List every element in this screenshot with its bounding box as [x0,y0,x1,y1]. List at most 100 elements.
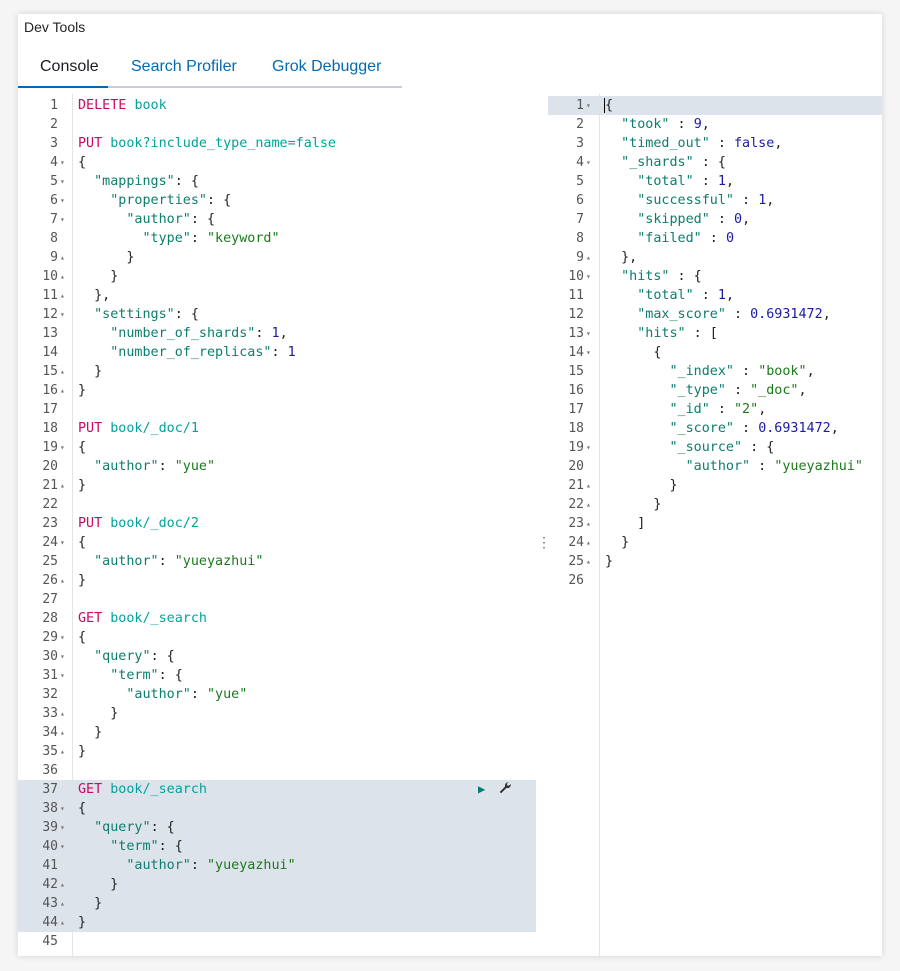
line-code: { [78,533,86,552]
code-token: { [78,155,87,170]
fold-open-icon[interactable]: ▾ [60,215,65,224]
fold-open-icon[interactable]: ▾ [60,196,65,205]
fold-open-icon[interactable]: ▾ [60,804,65,813]
fold-open-icon[interactable]: ▾ [586,101,591,110]
line-code: "total" : 1, [605,286,734,305]
line-number: 21 [568,478,584,493]
fold-close-icon[interactable]: ▴ [586,519,591,528]
play-icon[interactable]: ▶ [478,782,486,796]
fold-close-icon[interactable]: ▴ [60,747,65,756]
code-line: 26 [548,571,882,590]
tab-search-profiler[interactable]: Search Profiler [131,58,237,75]
fold-open-icon[interactable]: ▾ [60,177,65,186]
line-code: } [605,552,613,571]
fold-close-icon[interactable]: ▴ [60,880,65,889]
fold-open-icon[interactable]: ▾ [60,823,65,832]
code-token [605,440,670,455]
fold-open-icon[interactable]: ▾ [60,158,65,167]
line-code: } [605,533,629,552]
fold-close-icon[interactable]: ▴ [60,386,65,395]
fold-open-icon[interactable]: ▾ [60,538,65,547]
line-code: PUT book?include_type_name=false [78,134,336,153]
line-code: "author": "yue" [78,457,215,476]
fold-close-icon[interactable]: ▴ [60,899,65,908]
line-number: 39 [42,820,58,835]
response-viewer: 1▾{2 "took" : 9,3 "timed_out" : false,4▾… [548,94,882,956]
line-code: GET book/_search [78,609,207,628]
code-token: : { [190,212,216,227]
line-number: 25 [568,554,584,569]
line-code: "_shards" : { [605,153,726,172]
code-line: 7▾ "author": { [18,210,536,229]
fold-close-icon[interactable]: ▴ [60,576,65,585]
fold-close-icon[interactable]: ▴ [586,481,591,490]
code-token: : [190,858,207,873]
code-token: , [806,364,815,379]
code-token: : [725,383,751,398]
fold-close-icon[interactable]: ▴ [60,367,65,376]
fold-close-icon[interactable]: ▴ [60,291,65,300]
dev-tools-window: Dev Tools Console Search Profiler Grok D… [18,14,882,956]
fold-close-icon[interactable]: ▴ [586,253,591,262]
line-number: 22 [42,497,58,512]
line-code: "skipped" : 0, [605,210,750,229]
code-line: 8 "type": "keyword" [18,229,536,248]
code-token [605,269,621,284]
code-token [605,212,637,227]
fold-open-icon[interactable]: ▾ [586,272,591,281]
line-number: 19 [42,440,58,455]
pane-resize-handle[interactable]: ⋮ [537,534,551,550]
code-token [605,174,637,189]
fold-open-icon[interactable]: ▾ [586,348,591,357]
code-token: : [709,402,734,417]
line-code: { [604,96,613,115]
line-number: 8 [576,231,584,246]
tab-console[interactable]: Console [40,58,99,75]
line-code: "took" : 9, [605,115,710,134]
fold-close-icon[interactable]: ▴ [586,557,591,566]
code-line: 27 [18,590,536,609]
fold-close-icon[interactable]: ▴ [60,253,65,262]
fold-close-icon[interactable]: ▴ [586,538,591,547]
code-line: 16▴} [18,381,536,400]
code-line: 20 "author": "yue" [18,457,536,476]
code-token: : [158,554,175,569]
fold-close-icon[interactable]: ▴ [60,709,65,718]
fold-open-icon[interactable]: ▾ [586,443,591,452]
code-token: : [709,136,734,151]
fold-close-icon[interactable]: ▴ [586,500,591,509]
line-code: } [605,476,677,495]
fold-open-icon[interactable]: ▾ [60,842,65,851]
line-number: 16 [568,383,584,398]
fold-close-icon[interactable]: ▴ [60,481,65,490]
wrench-icon[interactable] [498,780,512,799]
code-token: 1 [717,174,726,189]
code-token: DELETE [78,98,127,113]
fold-close-icon[interactable]: ▴ [60,918,65,927]
line-number: 24 [568,535,584,550]
line-number: 5 [50,174,58,189]
fold-open-icon[interactable]: ▾ [60,633,65,642]
code-token: : [709,212,734,227]
line-number: 15 [42,364,58,379]
fold-open-icon[interactable]: ▾ [60,443,65,452]
code-token: : [750,459,775,474]
fold-open-icon[interactable]: ▾ [586,329,591,338]
line-number: 34 [42,725,58,740]
code-token: ] [605,516,646,531]
code-token [78,554,94,569]
code-token: } [605,535,630,550]
line-code: } [78,476,86,495]
code-token: : [190,231,207,246]
tab-grok-debugger[interactable]: Grok Debugger [272,58,382,75]
fold-open-icon[interactable]: ▾ [60,671,65,680]
fold-close-icon[interactable]: ▴ [60,272,65,281]
line-number: 3 [576,136,584,151]
output-gutter [548,94,600,956]
code-token [78,858,126,873]
fold-close-icon[interactable]: ▴ [60,728,65,737]
fold-open-icon[interactable]: ▾ [60,652,65,661]
fold-open-icon[interactable]: ▾ [586,158,591,167]
fold-open-icon[interactable]: ▾ [60,310,65,319]
